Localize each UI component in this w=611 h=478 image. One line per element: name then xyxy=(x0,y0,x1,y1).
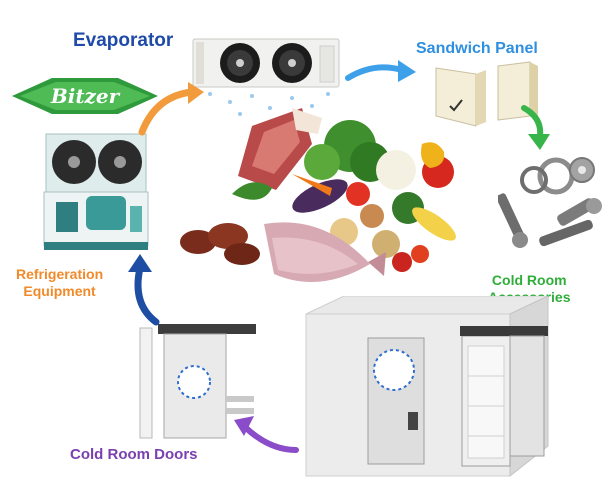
condensing-unit-icon xyxy=(43,133,149,250)
sandwich-panel-label: Sandwich Panel xyxy=(416,40,538,57)
cold-room-accessories-icon xyxy=(498,157,602,248)
arrow-to-evaporator xyxy=(138,82,204,136)
arrow-to-doors xyxy=(234,416,299,453)
accessories-label-line1: Cold Room xyxy=(491,272,567,288)
arrow-to-refrigeration xyxy=(128,254,160,326)
evaporator-label: Evaporator xyxy=(73,30,174,51)
arrow-to-accessories xyxy=(521,105,550,150)
fresh-food-icon xyxy=(180,108,464,298)
refrigeration-label: Refrigeration Equipment xyxy=(16,266,103,300)
doors-label: Cold Room Doors xyxy=(70,446,198,463)
sliding-door-icon xyxy=(139,324,256,439)
refrigeration-label-line2: Equipment xyxy=(23,283,96,299)
refrigeration-label-line1: Refrigeration xyxy=(16,266,104,282)
arrow-to-sandwich-panel xyxy=(345,60,416,82)
bitzer-logo: Bitzer xyxy=(12,78,158,114)
bitzer-logo-text: Bitzer xyxy=(50,84,121,108)
cold-room-icon xyxy=(305,296,549,478)
evaporator-unit-icon xyxy=(192,38,340,88)
